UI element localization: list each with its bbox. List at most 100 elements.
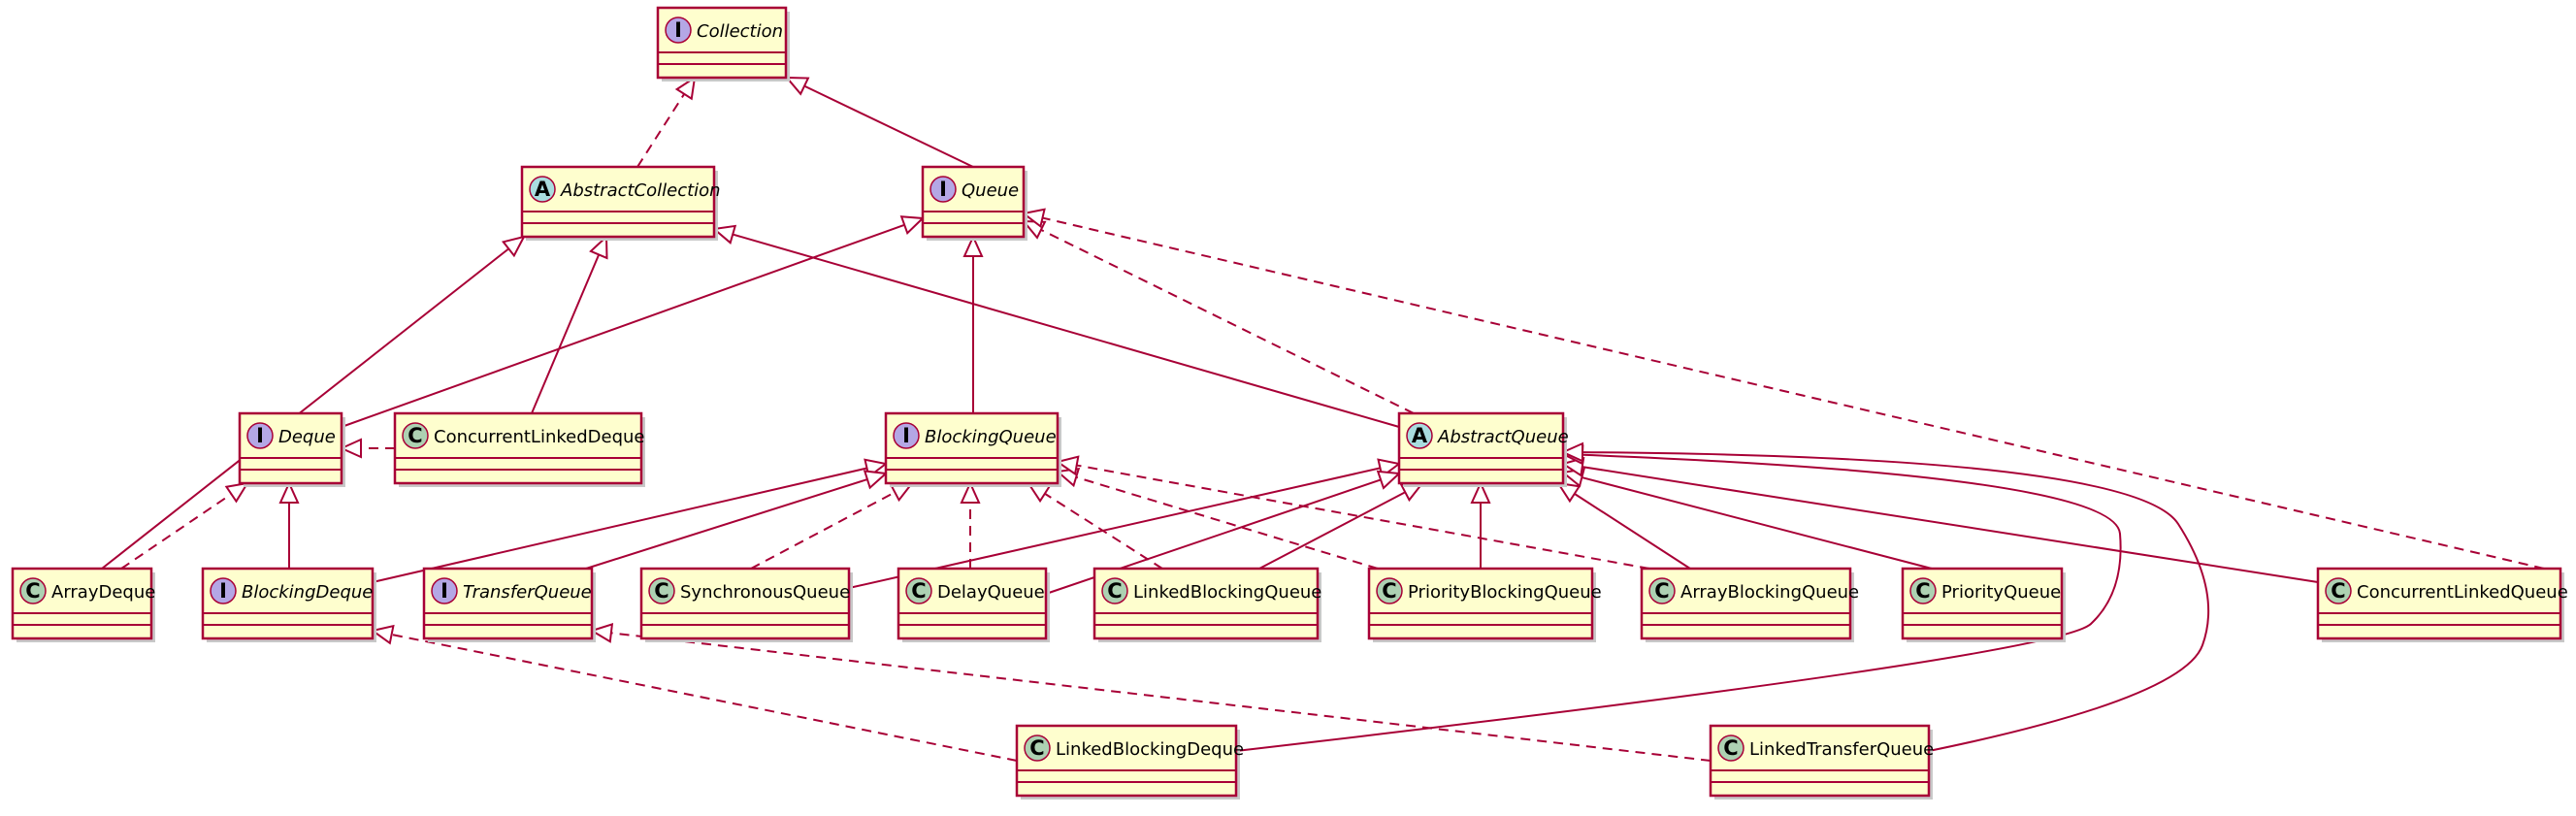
inheritance-edge-blockingqueue-to-queue bbox=[962, 234, 984, 413]
generalization-arrowhead bbox=[589, 622, 614, 643]
generalization-arrowhead bbox=[370, 624, 395, 645]
generalization-arrowhead bbox=[1470, 480, 1491, 504]
interface-badge-icon bbox=[431, 577, 458, 604]
inheritance-edge-priorityblockingqueue-to-abstractqueue bbox=[1470, 480, 1491, 569]
node-label: PriorityBlockingQueue bbox=[1408, 582, 1602, 603]
node-blockingqueue[interactable]: I BlockingQueue bbox=[884, 411, 1061, 487]
interface-badge-icon bbox=[246, 422, 274, 449]
badge-letter: I bbox=[939, 178, 947, 201]
node-queue[interactable]: I Queue bbox=[921, 165, 1027, 241]
node-box bbox=[393, 411, 643, 485]
node-label: AbstractQueue bbox=[1437, 427, 1569, 447]
inheritance-edge-priorityblockingqueue-to-blockingqueue bbox=[1055, 467, 1379, 570]
inheritance-edge-arraydeque-to-deque bbox=[120, 481, 250, 570]
node-arraydeque[interactable]: C ArrayDeque bbox=[11, 567, 155, 642]
badge-letter: C bbox=[1029, 736, 1044, 760]
node-abstractqueue[interactable]: A AbstractQueue bbox=[1397, 411, 1569, 487]
interface-badge-icon bbox=[665, 16, 692, 44]
node-box bbox=[639, 567, 851, 640]
class-badge-icon bbox=[905, 577, 932, 604]
node-label: Queue bbox=[962, 180, 1019, 201]
node-box bbox=[1640, 567, 1852, 640]
class-badge-icon bbox=[648, 577, 675, 604]
badge-letter: C bbox=[25, 579, 40, 603]
badge-letter: I bbox=[219, 579, 227, 603]
inheritance-edge-transferqueue-to-blockingqueue bbox=[585, 470, 889, 570]
edge-line bbox=[341, 223, 905, 428]
node-priorityqueue[interactable]: C PriorityQueue bbox=[1901, 567, 2066, 642]
edge-line bbox=[610, 632, 1712, 762]
generalization-arrowhead bbox=[899, 215, 926, 236]
class-badge-icon bbox=[2325, 577, 2352, 604]
inheritance-edge-abstractqueue-to-abstractcollection bbox=[711, 224, 1400, 428]
node-box bbox=[1367, 567, 1594, 640]
node-label: ArrayDeque bbox=[51, 582, 155, 603]
node-concurrentlinkeddeque[interactable]: C ConcurrentLinkedDeque bbox=[393, 411, 645, 487]
edge-line bbox=[1581, 451, 2210, 752]
inheritance-edge-concurrentlinkeddeque-to-abstractcollection bbox=[531, 234, 608, 414]
class-badge-icon bbox=[1909, 577, 1937, 604]
edge-line bbox=[1235, 453, 2122, 752]
inheritance-edge-priorityqueue-to-abstractqueue bbox=[1560, 468, 1933, 570]
inheritance-edge-arrayblockingqueue-to-abstractqueue bbox=[1555, 481, 1691, 570]
edge-line bbox=[803, 84, 974, 168]
inheritance-edge-concurrentlinkedqueue-to-queue bbox=[1021, 208, 2545, 570]
edge-line bbox=[1258, 491, 1406, 570]
node-label: LinkedBlockingQueue bbox=[1133, 582, 1321, 603]
badge-letter: C bbox=[408, 424, 422, 447]
generalization-arrowhead bbox=[1555, 481, 1581, 504]
badge-letter: C bbox=[1915, 579, 1930, 603]
badge-letter: A bbox=[1412, 424, 1428, 447]
inheritance-edge-blockingdeque-to-deque bbox=[278, 480, 300, 569]
edge-line bbox=[636, 93, 686, 168]
edge-line bbox=[101, 247, 509, 570]
badge-letter: I bbox=[440, 579, 448, 603]
edge-line bbox=[1075, 475, 1379, 570]
node-label: LinkedTransferQueue bbox=[1749, 739, 1934, 760]
interface-badge-icon bbox=[893, 422, 920, 449]
node-label: PriorityQueue bbox=[1941, 582, 2061, 603]
badge-letter: C bbox=[1107, 579, 1122, 603]
class-badge-icon bbox=[1717, 734, 1745, 762]
class-badge-icon bbox=[1648, 577, 1676, 604]
badge-letter: C bbox=[911, 579, 926, 603]
node-box bbox=[1015, 724, 1238, 798]
inheritance-edge-linkedblockingqueue-to-blockingqueue bbox=[1026, 481, 1163, 570]
edge-layer bbox=[101, 75, 2545, 762]
generalization-arrowhead bbox=[1021, 208, 1046, 229]
node-box bbox=[2316, 567, 2562, 640]
badge-letter: C bbox=[654, 579, 668, 603]
node-linkedblockingqueue[interactable]: C LinkedBlockingQueue bbox=[1092, 567, 1321, 642]
generalization-arrowhead bbox=[863, 470, 889, 490]
interface-badge-icon bbox=[929, 176, 957, 203]
badge-letter: I bbox=[902, 424, 910, 447]
edge-line bbox=[732, 233, 1400, 428]
node-label: BlockingQueue bbox=[925, 427, 1057, 447]
edge-line bbox=[1581, 476, 1933, 570]
class-badge-icon bbox=[1101, 577, 1128, 604]
inheritance-edge-concurrentlinkedqueue-to-abstractqueue bbox=[1560, 456, 2319, 583]
generalization-arrowhead bbox=[960, 480, 981, 504]
node-box bbox=[1092, 567, 1320, 640]
node-label: BlockingDeque bbox=[242, 582, 373, 603]
generalization-arrowhead bbox=[1376, 470, 1402, 490]
node-label: ConcurrentLinkedDeque bbox=[434, 427, 645, 447]
badge-letter: I bbox=[256, 424, 264, 447]
class-badge-icon bbox=[19, 577, 47, 604]
node-label: Collection bbox=[697, 21, 783, 42]
node-blockingdeque[interactable]: I BlockingDeque bbox=[201, 567, 376, 642]
inheritance-edge-arraydeque-to-abstractcollection bbox=[101, 235, 526, 570]
